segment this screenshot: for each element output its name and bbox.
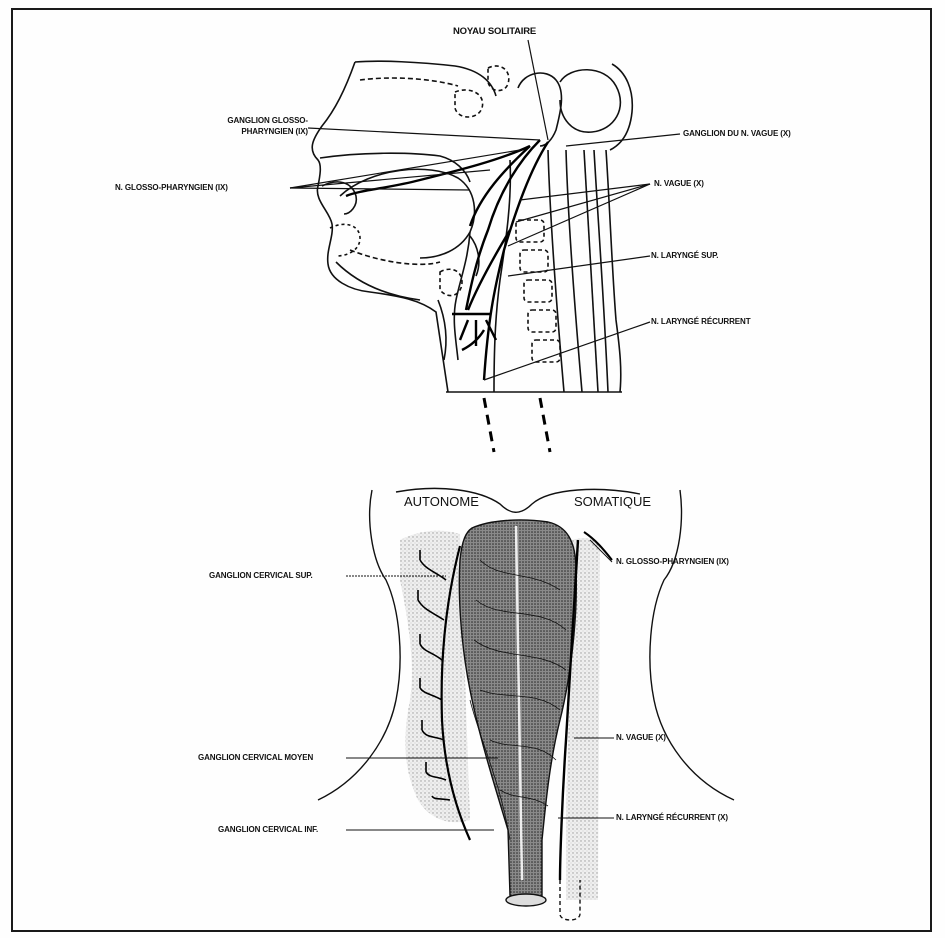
upper-lip bbox=[322, 182, 356, 214]
region-autonome: AUTONOME bbox=[404, 494, 479, 509]
label-ganglion-vague: GANGLION DU N. VAGUE (X) bbox=[683, 130, 791, 138]
label-n-larynge-recurrent-upper: N. LARYNGÉ RÉCURRENT bbox=[651, 318, 751, 326]
label-n-vague-upper: N. VAGUE (X) bbox=[654, 180, 704, 188]
label-n-larynge-recurrent-lower: N. LARYNGÉ RÉCURRENT (X) bbox=[616, 814, 728, 822]
label-ganglion-cervical-moyen: GANGLION CERVICAL MOYEN bbox=[198, 754, 313, 762]
esophagus-opening bbox=[506, 894, 546, 906]
neck-skin-left bbox=[318, 490, 400, 800]
spinal-canal-anterior bbox=[548, 150, 564, 392]
label-ganglion-cervical-sup: GANGLION CERVICAL SUP. bbox=[209, 572, 313, 580]
brainstem bbox=[518, 73, 561, 146]
occipital bbox=[610, 64, 632, 150]
continuation-dashes bbox=[484, 398, 550, 452]
label-n-larynge-sup: N. LARYNGÉ SUP. bbox=[651, 252, 718, 260]
nerve-branch-b bbox=[460, 320, 496, 346]
label-ganglion-glosso-line2: PHARYNGIEN (IX) bbox=[175, 128, 308, 136]
sinus-dashed bbox=[455, 90, 483, 117]
label-noyau-solitaire: NOYAU SOLITAIRE bbox=[453, 27, 536, 37]
neck-skin-right bbox=[650, 490, 734, 800]
label-n-vague-lower: N. VAGUE (X) bbox=[616, 734, 666, 742]
mandible bbox=[336, 262, 420, 300]
cerebellum bbox=[560, 70, 620, 132]
inner-nasal-line bbox=[360, 78, 458, 86]
label-n-glosso-lower: N. GLOSSO-PHARYNGIEN (IX) bbox=[616, 558, 729, 566]
label-n-glosso-upper: N. GLOSSO-PHARYNGIEN (IX) bbox=[115, 184, 228, 192]
lower-lip bbox=[330, 224, 360, 256]
region-somatique: SOMATIQUE bbox=[574, 494, 651, 509]
pharynx-anterior bbox=[454, 232, 470, 360]
label-ganglion-cervical-inf: GANGLION CERVICAL INF. bbox=[218, 826, 318, 834]
posterior-neck-view bbox=[318, 488, 734, 920]
leader-lines-upper bbox=[290, 40, 680, 380]
recurrent-laryngeal-branch bbox=[462, 330, 484, 350]
vagus-nerve-trunk bbox=[484, 142, 548, 380]
label-ganglion-glosso-line1: GANGLION GLOSSO- bbox=[175, 117, 308, 125]
palate-outline bbox=[320, 153, 470, 182]
sphenoid-dashed bbox=[488, 66, 509, 91]
neck-posterior-outline bbox=[606, 150, 621, 392]
spinal-canal-posterior bbox=[566, 150, 582, 392]
cervical-vertebrae bbox=[516, 220, 560, 362]
